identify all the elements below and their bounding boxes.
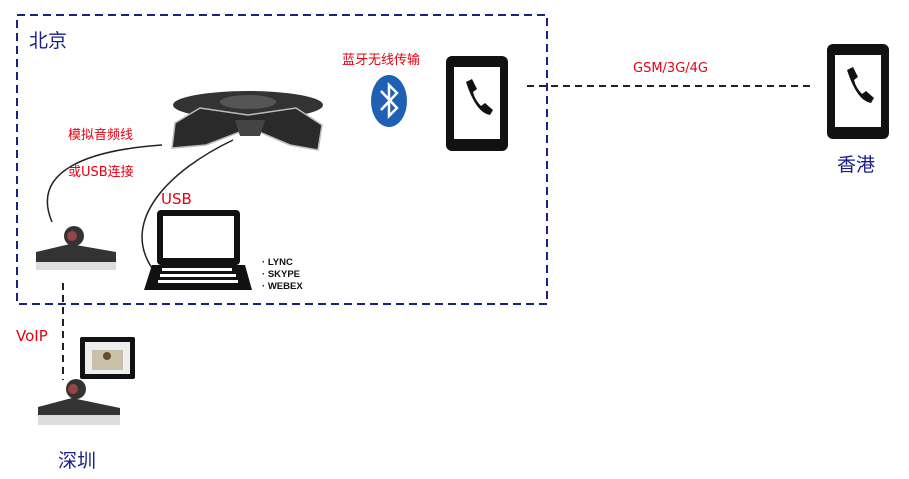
usb-label: USB xyxy=(161,190,192,208)
conference-phone-icon xyxy=(171,91,323,151)
location-label-hongkong: 香港 xyxy=(837,154,876,176)
software-item: · WEBEX xyxy=(262,281,303,292)
software-item: · SKYPE xyxy=(262,269,301,280)
mobile-phone-hongkong-icon xyxy=(827,44,889,139)
location-label-shenzhen: 深圳 xyxy=(58,450,97,472)
bluetooth-label: 蓝牙无线传输 xyxy=(342,53,421,68)
mobile-phone-beijing-icon xyxy=(446,56,508,151)
software-item: · LYNC xyxy=(262,257,293,268)
laptop-icon xyxy=(144,210,252,290)
voip-label: VoIP xyxy=(16,327,48,345)
usb-connection-label: 或USB连接 xyxy=(68,165,134,180)
beijing-region-border xyxy=(16,14,548,305)
usb-cable xyxy=(141,139,234,269)
location-label-beijing: 北京 xyxy=(29,30,68,52)
software-list: · LYNC · SKYPE · WEBEX xyxy=(262,257,303,293)
bluetooth-icon xyxy=(371,75,407,127)
analog-cable xyxy=(46,144,163,223)
display-screen-icon xyxy=(80,337,135,379)
gsm-label: GSM/3G/4G xyxy=(633,61,708,76)
video-conference-unit-beijing-icon xyxy=(36,226,116,270)
video-conference-unit-shenzhen-icon xyxy=(38,379,120,425)
analog-line-label: 模拟音频线 xyxy=(68,128,134,143)
